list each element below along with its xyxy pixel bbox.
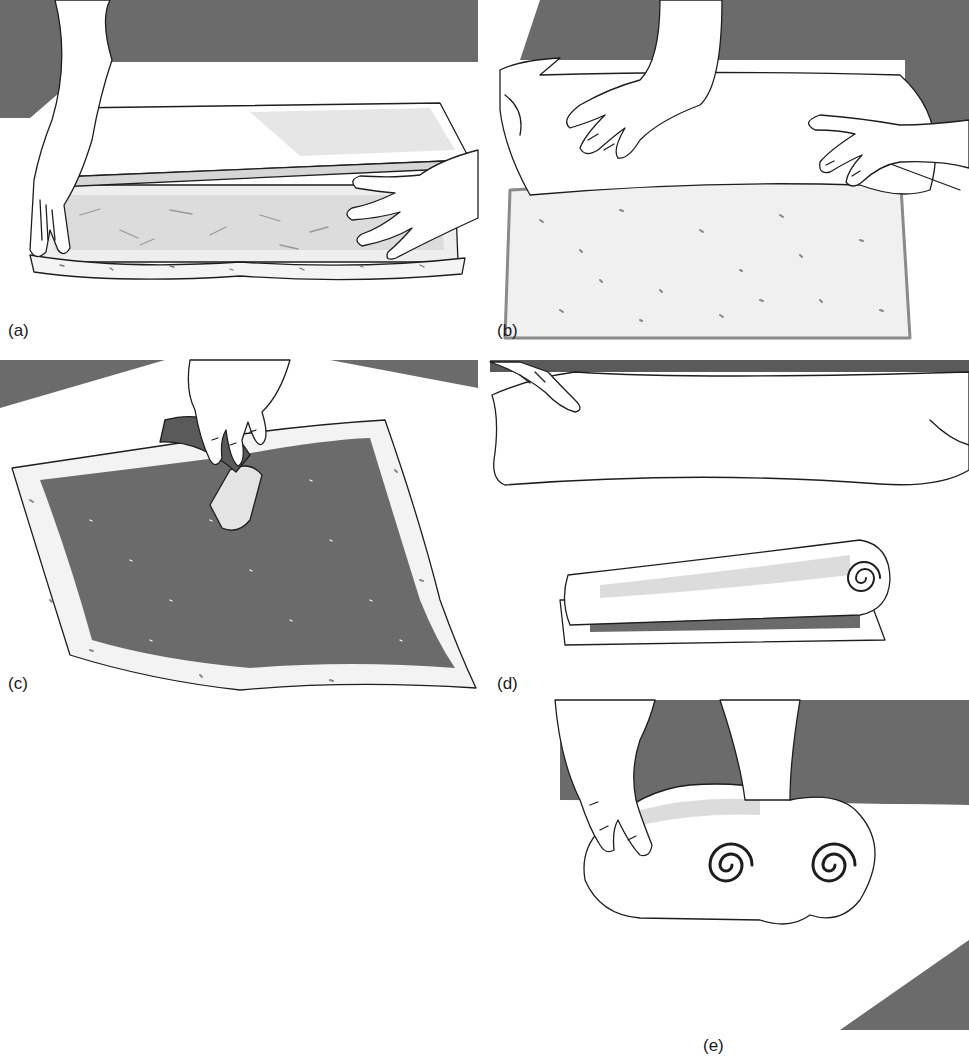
dough-speckle — [540, 210, 883, 321]
right-hand — [809, 115, 969, 186]
right-hand — [347, 150, 478, 259]
panel-e-art — [540, 700, 969, 1030]
panel-d-art — [490, 360, 969, 645]
left-hand — [555, 700, 655, 856]
knuckle-lines — [588, 134, 860, 176]
panel-label: (c) — [8, 675, 28, 692]
countertop-shadow — [0, 360, 165, 408]
countertop-shadow — [330, 360, 478, 388]
filling-spread — [40, 438, 455, 668]
hand — [188, 360, 290, 466]
roll-spiral — [813, 844, 855, 881]
finger-lines — [212, 430, 256, 445]
roll-shading — [600, 555, 850, 598]
roll-spiral — [848, 562, 880, 591]
countertop-shadow — [490, 360, 969, 372]
panel-b-art — [500, 0, 969, 338]
finger-lines — [520, 372, 545, 383]
left-hand — [30, 0, 112, 257]
hand — [490, 362, 580, 412]
illustration — [0, 0, 969, 1030]
panel-label: (a) — [8, 322, 29, 339]
spatula-blade — [210, 466, 262, 530]
panel-a-art — [0, 0, 478, 280]
countertop-shadow — [840, 940, 969, 1030]
dough-layer — [30, 255, 465, 280]
left-hand-lines — [40, 200, 55, 240]
dough-roll — [564, 540, 890, 625]
panel-label: (d) — [497, 675, 518, 692]
panel-label: (e) — [703, 1037, 724, 1054]
panel-c-art — [0, 360, 478, 690]
left-hand — [567, 0, 722, 158]
right-arm — [720, 700, 800, 800]
board-shading — [250, 108, 455, 156]
dough-speckle — [60, 265, 424, 270]
roll-spiral — [710, 844, 752, 881]
cloth-edge — [930, 420, 969, 445]
roll-shading — [640, 799, 760, 825]
dough-sheet — [505, 170, 910, 338]
panel-label: (b) — [497, 322, 518, 339]
finger-lines — [590, 802, 636, 840]
